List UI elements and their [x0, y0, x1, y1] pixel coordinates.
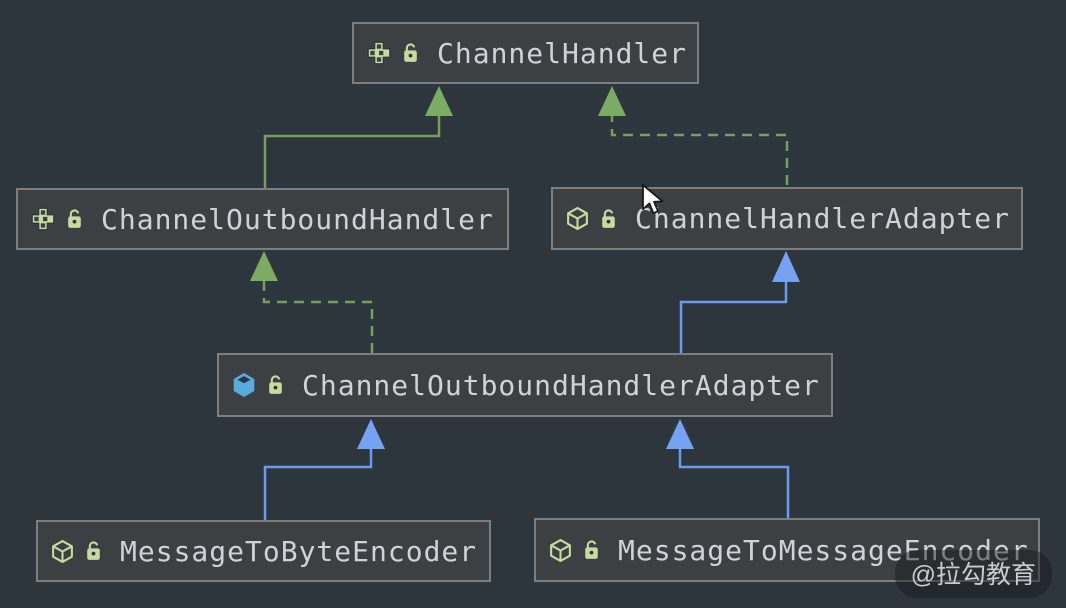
public-lock-icon [87, 541, 100, 560]
public-lock-icon [585, 540, 598, 559]
node-ChannelOutboundHandlerAdapter[interactable]: ChannelOutboundHandlerAdapter [217, 353, 833, 417]
class-name: ChannelHandlerAdapter [635, 202, 1011, 235]
node-ChannelHandler[interactable]: ChannelHandler [352, 22, 699, 84]
node-ChannelOutboundHandler[interactable]: ChannelOutboundHandler [16, 188, 509, 250]
edge-extends-ChannelOutboundHandler-ChannelHandler [263, 86, 453, 188]
interface-icon [367, 41, 391, 65]
node-MessageToByteEncoder[interactable]: MessageToByteEncoder [36, 520, 491, 582]
edge-implements-ChannelHandlerAdapter-ChannelHandler [598, 86, 789, 185]
class-name: ChannelOutboundHandler [101, 202, 494, 236]
class-icon [52, 539, 73, 563]
class-highlighted-icon [233, 373, 255, 397]
watermark-badge: @拉勾教育 [894, 550, 1052, 598]
class-name: ChannelHandler [437, 36, 688, 70]
edge-extends-ChannelOutboundHandlerAdapter-ChannelHandlerAdapter [679, 251, 800, 353]
mouse-cursor-icon [642, 184, 664, 215]
node-MessageToMessageEncoder[interactable]: MessageToMessageEncoder [534, 518, 1040, 582]
class-name: ChannelOutboundHandlerAdapter [302, 368, 820, 402]
public-lock-icon [602, 208, 615, 228]
public-lock-icon [269, 375, 282, 394]
class-icon [567, 207, 588, 230]
node-ChannelHandlerAdapter[interactable]: ChannelHandlerAdapter [551, 187, 1023, 250]
class-icon [550, 538, 571, 562]
edge-implements-ChannelOutboundHandlerAdapter-ChannelOutboundHandler [250, 251, 374, 353]
watermark-text: @拉勾教育 [910, 561, 1036, 589]
public-lock-icon [68, 209, 81, 228]
public-lock-icon [404, 43, 417, 62]
edge-extends-MessageToByteEncoder-ChannelOutboundHandlerAdapter [263, 419, 385, 520]
interface-icon [31, 207, 55, 231]
edge-extends-MessageToMessageEncoder-ChannelOutboundHandlerAdapter [666, 419, 790, 520]
class-name: MessageToMessageEncoder [618, 533, 1029, 567]
class-name: MessageToByteEncoder [120, 534, 478, 568]
